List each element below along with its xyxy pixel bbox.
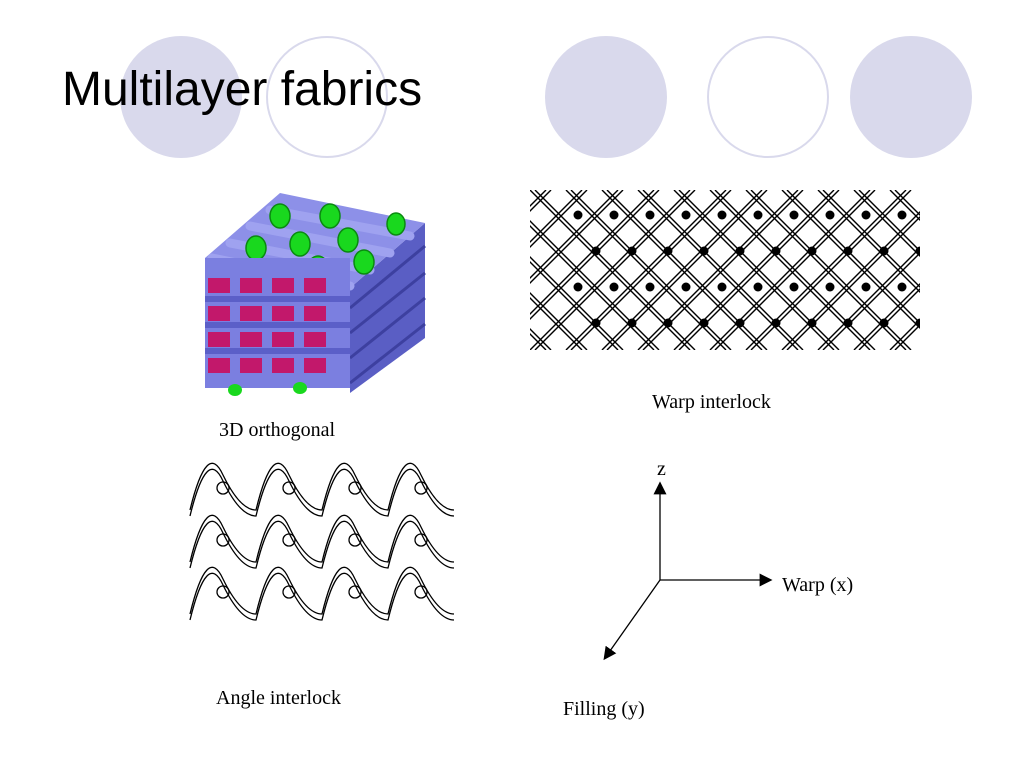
angle-interlock-image [189,462,455,621]
slide-title: Multilayer fabrics [62,63,423,116]
decor-circle [850,36,972,158]
decor-circle-outline [707,36,829,158]
caption-angle-interlock: Angle interlock [216,687,341,709]
decor-circle [545,36,667,158]
warp-interlock-image [530,190,920,350]
caption-3d-orthogonal: 3D orthogonal [219,419,336,441]
orthogonal-fabric-image [205,193,426,396]
axis-warp-label: Warp (x) [782,574,854,596]
decor-circle-outline [266,36,388,158]
decor-circle [120,36,242,158]
axis-filling-label: Filling (y) [563,698,645,720]
caption-warp-interlock: Warp interlock [652,391,771,413]
axes-diagram [603,481,773,661]
axis-z-label: z [657,458,666,480]
